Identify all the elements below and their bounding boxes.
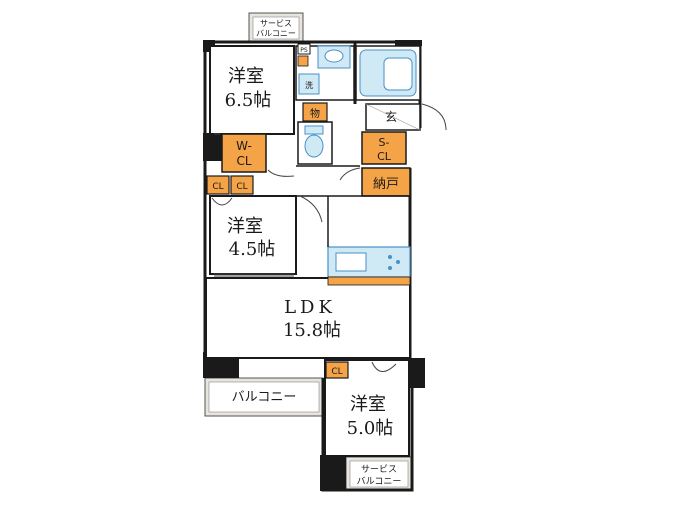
western-room-6-5: 洋室 6.5帖 [209,45,295,135]
shoes-closet-label-1: S- [379,136,390,149]
closet-small-2: CL [230,175,254,195]
pipe-space-label: PS [300,47,308,54]
entrance-label: 玄 [385,109,397,124]
western-room-4-5: 洋室 4.5帖 [209,195,297,275]
closet-room-5-0-label: CL [331,367,342,377]
toilet [297,121,333,165]
pantry: 納戸 [361,167,411,197]
balcony-label: バルコニー [232,390,297,405]
entrance: 玄 [365,103,447,131]
ldk-size: 15.8帖 [283,320,341,341]
service-balcony-top: サービス バルコニー [248,12,304,44]
balcony-main: バルコニー [204,377,324,417]
western-room-6-5-size: 6.5帖 [225,90,272,111]
storage-room: 物 [302,102,328,122]
washer-label: 洗 [305,80,313,90]
western-room-5-0-size: 5.0帖 [347,418,394,439]
western-room-6-5-name: 洋室 [228,66,264,87]
closet-room-5-0: CL [325,361,349,379]
walk-in-closet: W- CL [221,133,267,173]
service-balcony-bottom-label-2: バルコニー [357,476,402,487]
western-room-4-5-size: 4.5帖 [229,239,276,260]
closet-small-2-label: CL [236,182,247,192]
closet-small-1: CL [206,175,230,195]
service-balcony-top-label-2: バルコニー [256,29,296,38]
service-balcony-bottom-label-1: サービス [361,464,397,475]
ldk-name: LDK [284,297,336,318]
storage-room-label: 物 [310,107,320,120]
walk-in-closet-label-1: W- [236,139,252,153]
service-balcony-top-label-1: サービス [260,19,292,28]
walk-in-closet-label-2: CL [236,154,251,168]
bathroom [355,45,421,101]
western-room-5-0-name: 洋室 [350,394,386,415]
western-room-4-5-name: 洋室 [227,216,263,237]
hallway [267,165,410,247]
ldk-room: LDK 15.8帖 [205,277,411,359]
pantry-label: 納戸 [373,177,399,192]
sliding-doors [214,133,294,277]
shoes-closet: S- CL [361,131,407,165]
shoes-closet-label-2: CL [377,150,392,163]
washroom: PS 洗 [295,43,355,101]
closet-small-1-label: CL [212,182,223,192]
kitchen-counter [327,246,411,286]
service-balcony-bottom: サービス バルコニー [345,456,413,492]
